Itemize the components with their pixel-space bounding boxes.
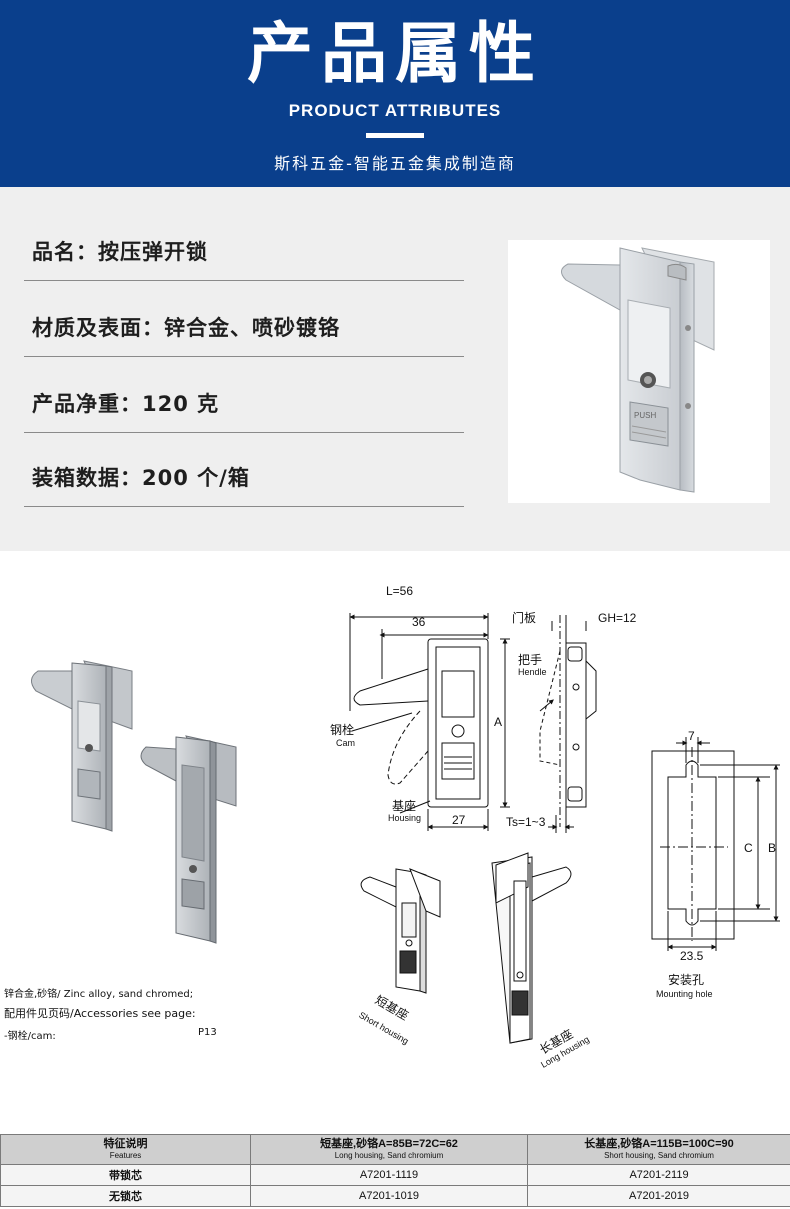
- attribute-name: 品名：按压弹开锁: [32, 240, 208, 264]
- attribute-material: 材质及表面：锌合金、喷砂镀铬: [32, 316, 340, 340]
- note-cam: -钢栓/cam:: [4, 1031, 56, 1042]
- table-cell: 带锁芯: [0, 1164, 251, 1186]
- dim-7: 7: [688, 729, 695, 743]
- dim-23-5: 23.5: [680, 949, 704, 963]
- front-view-drawing: [349, 613, 510, 831]
- technical-drawing-section: L=56 36 A 27 钢栓 Cam 基座 Housing 门板 GH=12 …: [0, 551, 790, 1134]
- dim-Ts: Ts=1~3: [506, 815, 546, 829]
- attribute-packing: 装箱数据：200 个/箱: [32, 466, 250, 490]
- short-housing-sketch: [360, 868, 441, 994]
- label-mounting-cn: 安装孔: [668, 973, 705, 987]
- company-tagline: 斯科五金-智能五金集成制造商: [274, 154, 516, 173]
- product-photo: PUSH: [508, 240, 770, 503]
- dim-L: L=56: [386, 584, 414, 598]
- page-title: 产品属性: [247, 15, 543, 92]
- dim-A: A: [494, 715, 503, 729]
- dim-36: 36: [412, 615, 426, 629]
- dim-27: 27: [452, 813, 466, 827]
- table-row: 无锁芯 A7201-1019 A7201-2019: [0, 1185, 790, 1207]
- attribute-weight: 产品净重：120 克: [32, 392, 220, 416]
- side-view-drawing: [539, 615, 597, 833]
- long-housing-sketch: [491, 852, 572, 1044]
- label-cam-en: Cam: [336, 738, 356, 748]
- short-lock-render: [31, 660, 133, 832]
- label-door-cn: 门板: [512, 611, 537, 625]
- note-material: 锌合金,砂铬/ Zinc alloy, sand chromed;: [4, 989, 194, 1000]
- dim-B: B: [768, 841, 777, 855]
- table-row: 带锁芯 A7201-1119 A7201-2119: [0, 1164, 790, 1186]
- title-underline: [366, 133, 424, 138]
- dim-C: C: [744, 841, 753, 855]
- label-housing-cn: 基座: [392, 799, 417, 813]
- page-subtitle: PRODUCT ATTRIBUTES: [288, 101, 502, 120]
- note-cam-page: P13: [198, 1027, 217, 1038]
- attribute-name-row: 品名：按压弹开锁: [24, 205, 464, 281]
- note-accessories: 配用件见页码/Accessories see page:: [4, 1007, 196, 1020]
- drawing-art: [31, 613, 780, 1044]
- table-cell: 无锁芯: [0, 1185, 251, 1207]
- svg-text:PUSH: PUSH: [634, 411, 656, 420]
- table-cell: A7201-1019: [250, 1185, 528, 1207]
- dim-GH: GH=12: [598, 611, 637, 625]
- table-cell: A7201-2019: [527, 1185, 790, 1207]
- mounting-hole-drawing: [651, 737, 780, 951]
- label-mounting-en: Mounting hole: [656, 989, 713, 999]
- label-housing-en: Housing: [388, 813, 422, 823]
- label-cam-cn: 钢栓: [330, 723, 355, 737]
- label-handle-cn: 把手: [518, 653, 543, 667]
- header-banner: 产品属性 PRODUCT ATTRIBUTES 斯科五金-智能五金集成制造商: [0, 0, 790, 187]
- table-cell: A7201-1119: [250, 1164, 528, 1186]
- attribute-packing-row: 装箱数据：200 个/箱: [24, 431, 464, 507]
- attribute-material-row: 材质及表面：锌合金、喷砂镀铬: [24, 281, 464, 357]
- long-lock-render: [140, 735, 237, 944]
- table-cell: A7201-2119: [527, 1164, 790, 1186]
- label-handle-en: Hendle: [518, 667, 547, 677]
- attribute-weight-row: 产品净重：120 克: [24, 357, 464, 433]
